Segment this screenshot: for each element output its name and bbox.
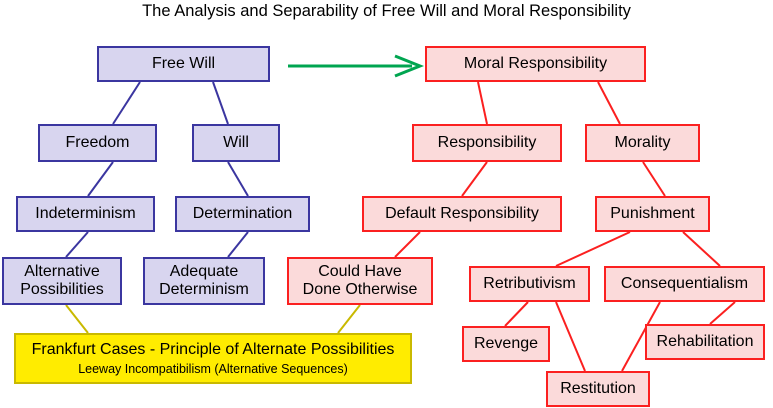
node-rehabilitation[interactable]: Rehabilitation xyxy=(645,324,765,360)
node-will[interactable]: Will xyxy=(192,124,280,162)
edge-retributivism-restitution xyxy=(555,301,586,372)
node-consequentialism-label: Consequentialism xyxy=(620,274,749,292)
node-retributivism[interactable]: Retributivism xyxy=(469,266,590,302)
edge-punishment-retributivism xyxy=(555,231,631,267)
edge-morality-punishment xyxy=(642,161,666,197)
node-indeterminism[interactable]: Indeterminism xyxy=(16,196,155,232)
green-arrow-icon xyxy=(288,54,425,78)
node-consequentialism[interactable]: Consequentialism xyxy=(604,266,765,302)
blue-edges xyxy=(65,81,249,258)
node-responsibility-label: Responsibility xyxy=(437,133,537,151)
node-moral-responsibility-label: Moral Responsibility xyxy=(463,54,608,72)
node-freedom-label: Freedom xyxy=(65,133,130,151)
node-default-responsibility[interactable]: Default Responsibility xyxy=(362,196,562,232)
edge-responsibility-default xyxy=(461,161,488,197)
node-frankfurt-cases-line1: Frankfurt Cases - Principle of Alternate… xyxy=(31,341,395,359)
node-rehabilitation-label: Rehabilitation xyxy=(656,332,754,350)
node-frankfurt-cases[interactable]: Frankfurt Cases - Principle of Alternate… xyxy=(14,333,412,384)
edge-couldhave-frankfurt xyxy=(337,304,361,334)
node-morality-label: Morality xyxy=(614,133,671,151)
edge-altposs-frankfurt xyxy=(65,304,89,334)
red-edges xyxy=(394,81,736,372)
edge-default-couldhave xyxy=(394,231,421,258)
edge-will-determination xyxy=(227,161,249,197)
node-revenge[interactable]: Revenge xyxy=(462,326,550,362)
edge-consequentialism-restitution xyxy=(621,301,661,372)
node-morality[interactable]: Morality xyxy=(585,124,700,162)
node-could-have-done-otherwise-line1: Could Have xyxy=(318,263,402,281)
edge-freewill-freedom xyxy=(112,81,141,125)
edge-mr-morality xyxy=(597,81,621,125)
node-freedom[interactable]: Freedom xyxy=(38,124,157,162)
node-alternative-possibilities-line2: Possibilities xyxy=(20,281,104,298)
node-adequate-determinism[interactable]: Adequate Determinism xyxy=(143,257,265,305)
node-punishment-label: Punishment xyxy=(610,204,695,222)
node-could-have-done-otherwise[interactable]: Could Have Done Otherwise xyxy=(287,257,433,305)
node-adequate-determinism-line1: Adequate xyxy=(169,263,239,281)
node-moral-responsibility[interactable]: Moral Responsibility xyxy=(425,46,646,82)
node-determination-label: Determination xyxy=(192,204,293,222)
node-default-responsibility-label: Default Responsibility xyxy=(385,204,539,222)
edge-punishment-consequentialism xyxy=(682,231,721,267)
edge-indeterminism-altposs xyxy=(65,231,89,258)
node-alternative-possibilities[interactable]: Alternative Possibilities xyxy=(2,257,122,305)
node-revenge-label: Revenge xyxy=(473,334,539,352)
edge-freedom-indeterminism xyxy=(87,161,114,197)
node-responsibility[interactable]: Responsibility xyxy=(412,124,562,162)
node-retributivism-label: Retributivism xyxy=(483,274,576,292)
node-could-have-done-otherwise-line2: Done Otherwise xyxy=(302,281,418,298)
node-alternative-possibilities-line1: Alternative xyxy=(24,263,100,281)
node-will-label: Will xyxy=(223,133,249,151)
page-title: The Analysis and Separability of Free Wi… xyxy=(142,2,631,20)
node-frankfurt-cases-line2: Leeway Incompatibilism (Alternative Sequ… xyxy=(78,361,348,376)
edge-mr-responsibility xyxy=(477,81,488,125)
edge-determination-adequate xyxy=(227,231,249,258)
node-free-will-label: Free Will xyxy=(151,54,216,72)
node-free-will[interactable]: Free Will xyxy=(97,46,270,82)
node-punishment[interactable]: Punishment xyxy=(595,196,710,232)
node-adequate-determinism-line2: Determinism xyxy=(159,281,249,298)
node-indeterminism-label: Indeterminism xyxy=(35,204,136,222)
node-restitution-label: Restitution xyxy=(560,379,636,397)
node-determination[interactable]: Determination xyxy=(175,196,310,232)
edge-retributivism-revenge xyxy=(504,301,529,327)
edge-freewill-will xyxy=(212,81,229,125)
yellow-edges xyxy=(65,304,361,334)
edge-consequentialism-rehabilitation xyxy=(709,301,736,325)
node-restitution[interactable]: Restitution xyxy=(546,371,650,407)
